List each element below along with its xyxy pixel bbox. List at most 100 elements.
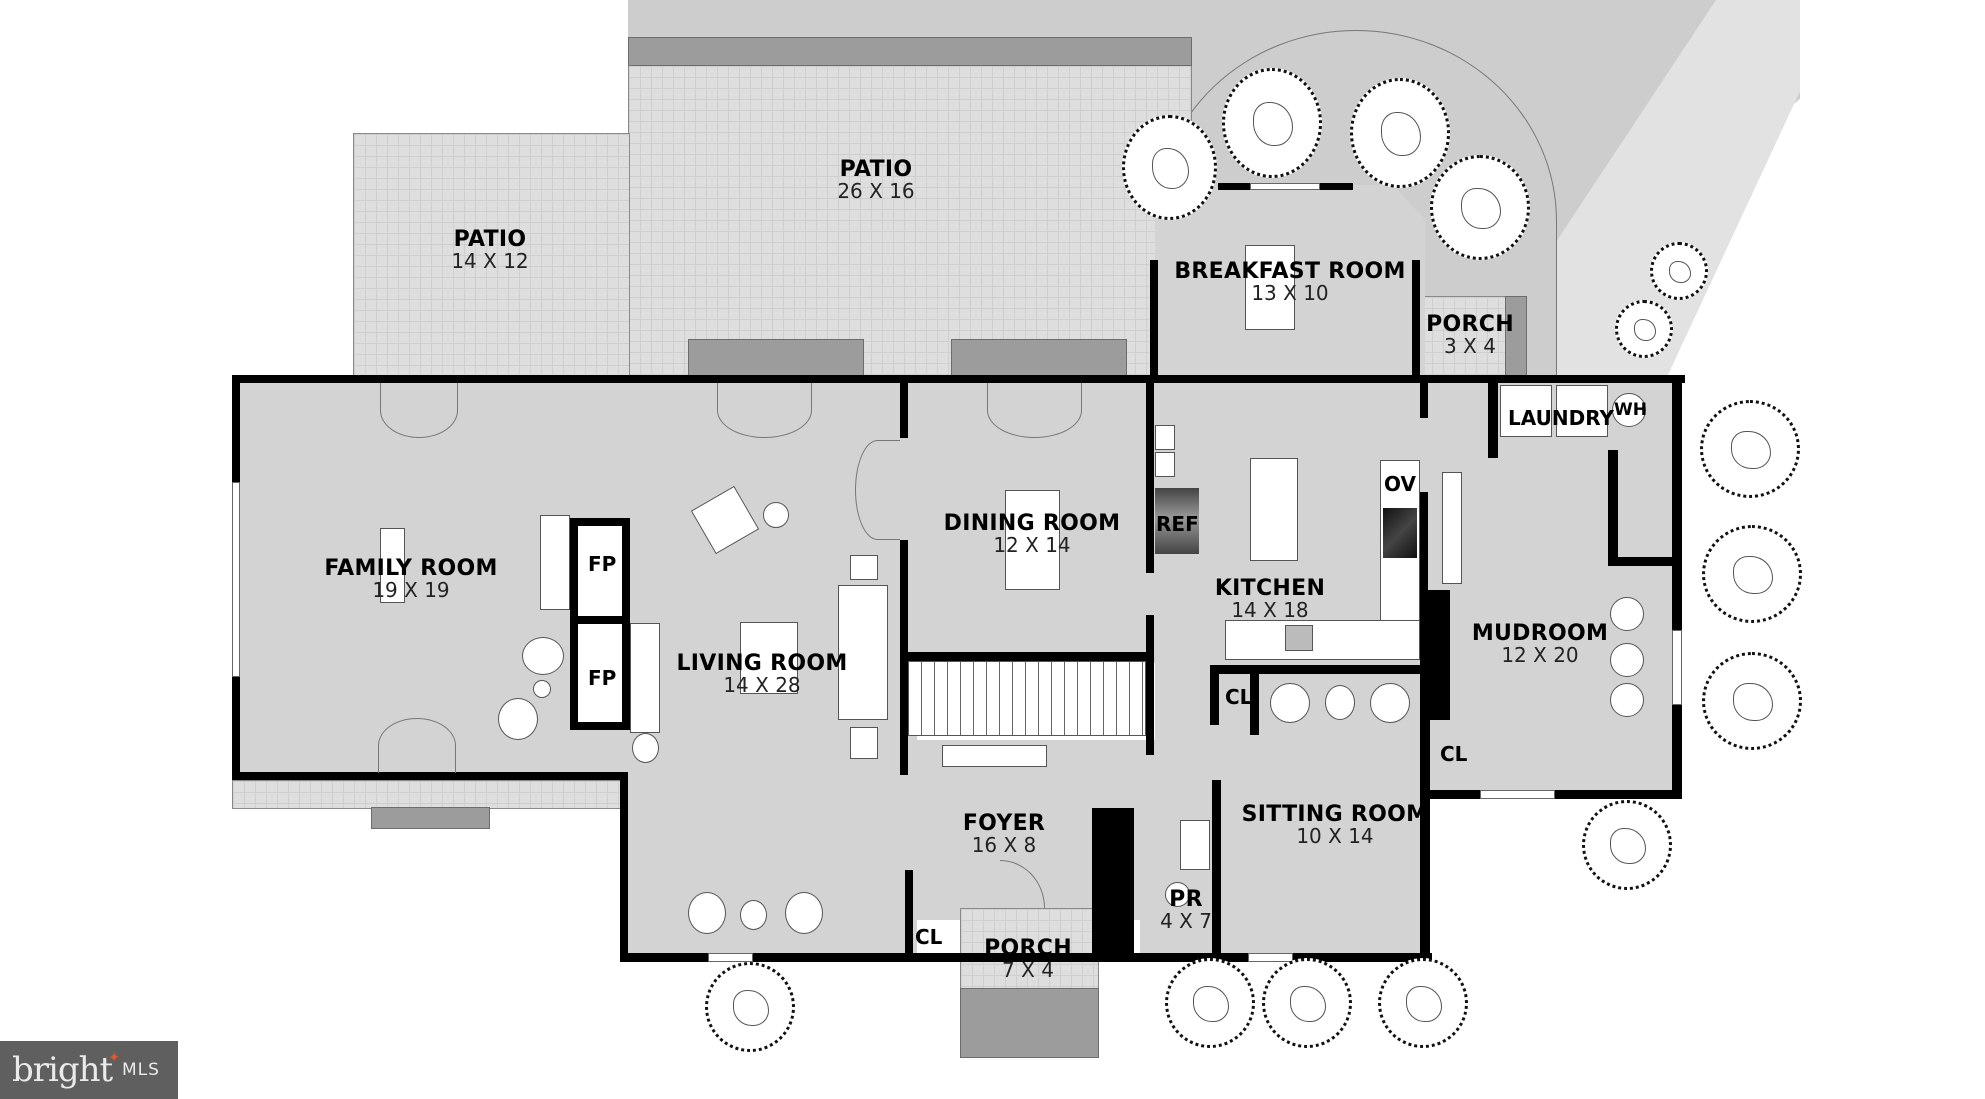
wall-laundry-s [1608,557,1678,566]
window-family-west [232,482,240,677]
foyer-bench [942,745,1047,767]
oven [1383,508,1417,558]
logo-star-icon: ✦ [108,1050,120,1066]
logo-suffix: MLS [121,1060,160,1080]
washer [1500,385,1552,437]
staircase[interactable] [908,661,1146,736]
tree-icon [1262,958,1352,1048]
door-family-north[interactable] [380,383,458,438]
sitting-table [1325,685,1355,720]
mudroom-stool-2 [1610,643,1644,677]
window-mudroom-south [1480,790,1555,799]
coffee-table [740,622,798,694]
end-table-1 [850,555,878,580]
armchair-living-s2 [785,892,823,934]
door-family-south[interactable] [378,718,456,773]
wall-north-west [232,375,1162,383]
wall-laundry-r [1608,450,1618,565]
family-room-terrace [232,780,629,809]
shrub-icon [1650,242,1708,300]
wall-kitchen-mudroom [1420,378,1428,418]
tree-icon [705,962,795,1052]
dryer [1556,385,1608,437]
wall-sitting-east [1420,690,1430,962]
mudroom-counter [1442,472,1462,584]
mudroom-stool-3 [1610,683,1644,717]
kitchen-sink [1285,625,1313,651]
wall-stair-top [900,652,1146,661]
ottoman-living [632,733,659,763]
tag-closet-front: CL [915,925,943,949]
kitchen-cabinet-2 [1155,452,1175,477]
patio-main [628,65,1192,382]
armchair-family-1 [522,637,564,675]
armchair-family-2 [498,698,538,740]
tree-icon [1165,958,1255,1048]
shrub-icon [1615,300,1673,358]
kitchen-island [1250,458,1298,561]
tag-closet-foyer: CL [1103,852,1131,876]
tree-icon [1702,652,1802,750]
water-heater [1612,393,1646,427]
wall-sitting-west [1212,780,1221,960]
side-table-family [533,680,551,698]
kitchen-counter-south [1225,620,1420,660]
door-living-dining[interactable] [855,440,900,540]
wall-breakfast-e [1412,260,1420,380]
tree-icon [1700,400,1800,498]
wall-east [1672,375,1682,799]
sitting-chair-1 [1270,683,1310,723]
porch-rear [1420,296,1522,383]
tree-icon [1122,115,1217,220]
window-living-south [708,953,753,962]
family-room-step [371,807,490,829]
wall-family-south [232,772,627,780]
tree-icon [1222,68,1322,178]
tag-closet-kitchen: CL [1225,685,1253,709]
tag-refrigerator: REF [1156,512,1199,536]
logo-wordmark: bright [12,1050,113,1090]
armchair-living-s1 [688,892,726,934]
tree-icon [1702,525,1802,623]
sitting-chair-2 [1370,683,1410,723]
wall-kitchen-mudroom-lower [1420,492,1428,692]
tree-icon [1430,155,1530,260]
porch-front-steps [960,988,1099,1058]
wall-kitchen-stair [1146,615,1154,755]
tree-icon [1350,78,1450,188]
door-dining-north[interactable] [987,383,1082,438]
bright-mls-logo: bright ✦ MLS [0,1041,178,1099]
side-table-living [763,502,789,528]
wall-fireplace-block [570,518,630,730]
patio-main-wall [628,37,1192,66]
window-mudroom-east [1672,630,1682,705]
wall-laundry [1488,383,1498,458]
tag-fireplace-2: FP [588,666,617,690]
tree-icon [1378,958,1468,1048]
kitchen-cabinet-1 [1155,425,1175,450]
tag-closet-mudroom: CL [1440,742,1468,766]
breakfast-table [1245,245,1295,330]
wall-breakfast-w [1150,260,1158,380]
patio-left [353,133,630,382]
dining-table [1005,490,1060,590]
door-living-north[interactable] [717,383,812,438]
end-table-2 [850,727,878,759]
window-sitting-south [1248,953,1293,962]
mudroom-floor [1425,378,1677,798]
wall-south [620,953,1432,962]
wall-pr-cl [1092,808,1134,958]
fireplace-hearth-family [540,515,570,610]
